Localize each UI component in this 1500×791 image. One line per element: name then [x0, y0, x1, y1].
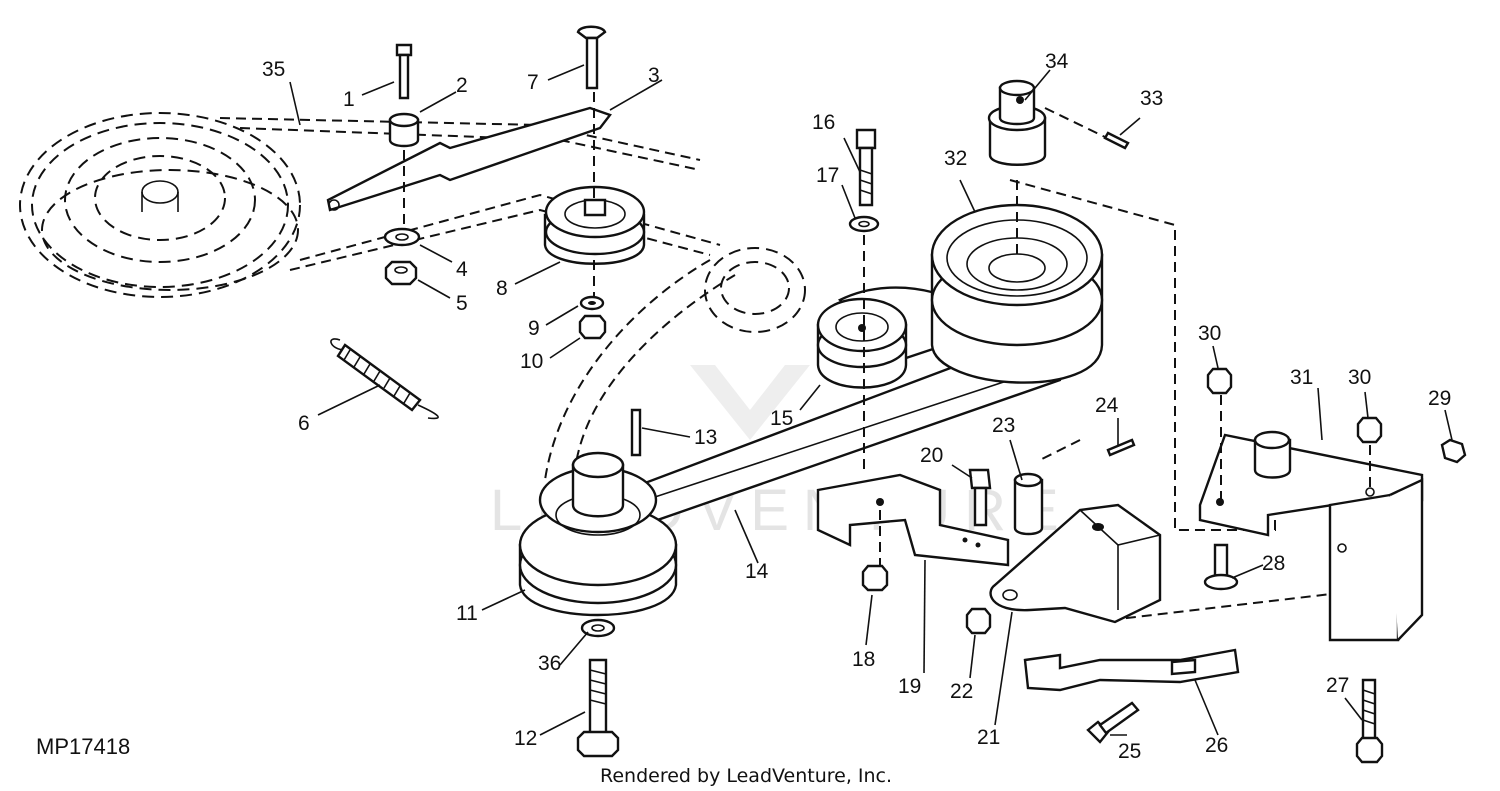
pulley-15: [816, 297, 908, 389]
callout-21: 21: [977, 726, 1000, 749]
callout-17: 17: [816, 164, 839, 187]
washer-17: [848, 215, 880, 233]
callout-4: 4: [456, 258, 468, 281]
callout-24: 24: [1095, 394, 1119, 417]
callout-35: 35: [262, 58, 285, 81]
idler-bracket-21: [989, 503, 1162, 624]
large-pulley-35: [19, 112, 301, 298]
callout-1: 1: [343, 88, 355, 111]
bolt-25: [1086, 701, 1140, 744]
collar-34: [987, 79, 1047, 166]
carriage-bolt-7: [576, 25, 607, 90]
callout-15: 15: [770, 407, 793, 430]
callout-34: 34: [1045, 50, 1069, 73]
nut-10: [578, 314, 607, 340]
key-13: [630, 408, 642, 457]
nut-22: [965, 607, 992, 635]
washer-4: [383, 227, 421, 247]
callout-26: 26: [1205, 734, 1228, 757]
leader-lines: [289, 64, 1453, 736]
callout-31: 31: [1290, 366, 1313, 389]
nut-18: [861, 564, 889, 592]
callout-22: 22: [950, 680, 973, 703]
callout-12: 12: [514, 727, 537, 750]
callout-32: 32: [944, 147, 967, 170]
nut-5: [384, 260, 418, 286]
lock-washer-9: [579, 295, 605, 311]
callout-28: 28: [1262, 552, 1285, 575]
callout-20: 20: [920, 444, 943, 467]
spacer-2: [388, 112, 420, 148]
callout-14: 14: [745, 560, 769, 583]
callout-6: 6: [298, 412, 310, 435]
callout-25: 25: [1118, 740, 1141, 763]
pulley-32: [930, 203, 1104, 384]
callout-23: 23: [992, 414, 1015, 437]
callout-33: 33: [1140, 87, 1163, 110]
bolt-16: [855, 128, 877, 207]
idler-pulley-dashed: [704, 247, 806, 333]
callout-16: 16: [812, 111, 835, 134]
callout-13: 13: [694, 426, 717, 449]
nut-30-left: [1206, 367, 1233, 395]
pulley-11: [518, 451, 678, 617]
callout-3: 3: [648, 64, 660, 87]
nut-29: [1440, 438, 1467, 464]
bolt-28: [1203, 543, 1239, 591]
pin-24: [1106, 438, 1136, 457]
idler-arm-3: [326, 106, 612, 212]
spacer-23: [1013, 472, 1044, 536]
bracket-19: [816, 473, 1010, 567]
washer-36: [580, 618, 616, 638]
lever-26: [1023, 648, 1240, 692]
spring-6: [330, 338, 439, 420]
pin-33: [1103, 131, 1130, 150]
callout-30-right: 30: [1348, 366, 1371, 389]
callout-9: 9: [528, 317, 540, 340]
callouts: 1 2 3 4 5 6 7 8 9 10 11 12 13 14 15 16 1…: [262, 50, 1451, 763]
callout-19: 19: [898, 675, 921, 698]
bolt-1: [395, 43, 413, 100]
pulley-8: [543, 185, 646, 265]
callout-10: 10: [520, 350, 543, 373]
callout-8: 8: [496, 277, 508, 300]
bolt-20: [968, 468, 992, 527]
callout-2: 2: [456, 74, 468, 97]
nut-30-right: [1356, 416, 1383, 444]
bolt-12: [576, 658, 620, 758]
assembly-axes: [403, 92, 1371, 565]
callout-27: 27: [1326, 674, 1349, 697]
callout-29: 29: [1428, 387, 1451, 410]
callout-36: 36: [538, 652, 561, 675]
callout-7: 7: [527, 71, 539, 94]
callout-11: 11: [456, 602, 478, 625]
footer-credit: Rendered by LeadVenture, Inc.: [600, 765, 892, 787]
figure-id: MP17418: [36, 734, 130, 759]
callout-18: 18: [852, 648, 875, 671]
mounting-bracket-31: [1198, 430, 1424, 642]
callout-30-left: 30: [1198, 322, 1221, 345]
callout-5: 5: [456, 292, 468, 315]
bolt-27: [1355, 678, 1384, 764]
